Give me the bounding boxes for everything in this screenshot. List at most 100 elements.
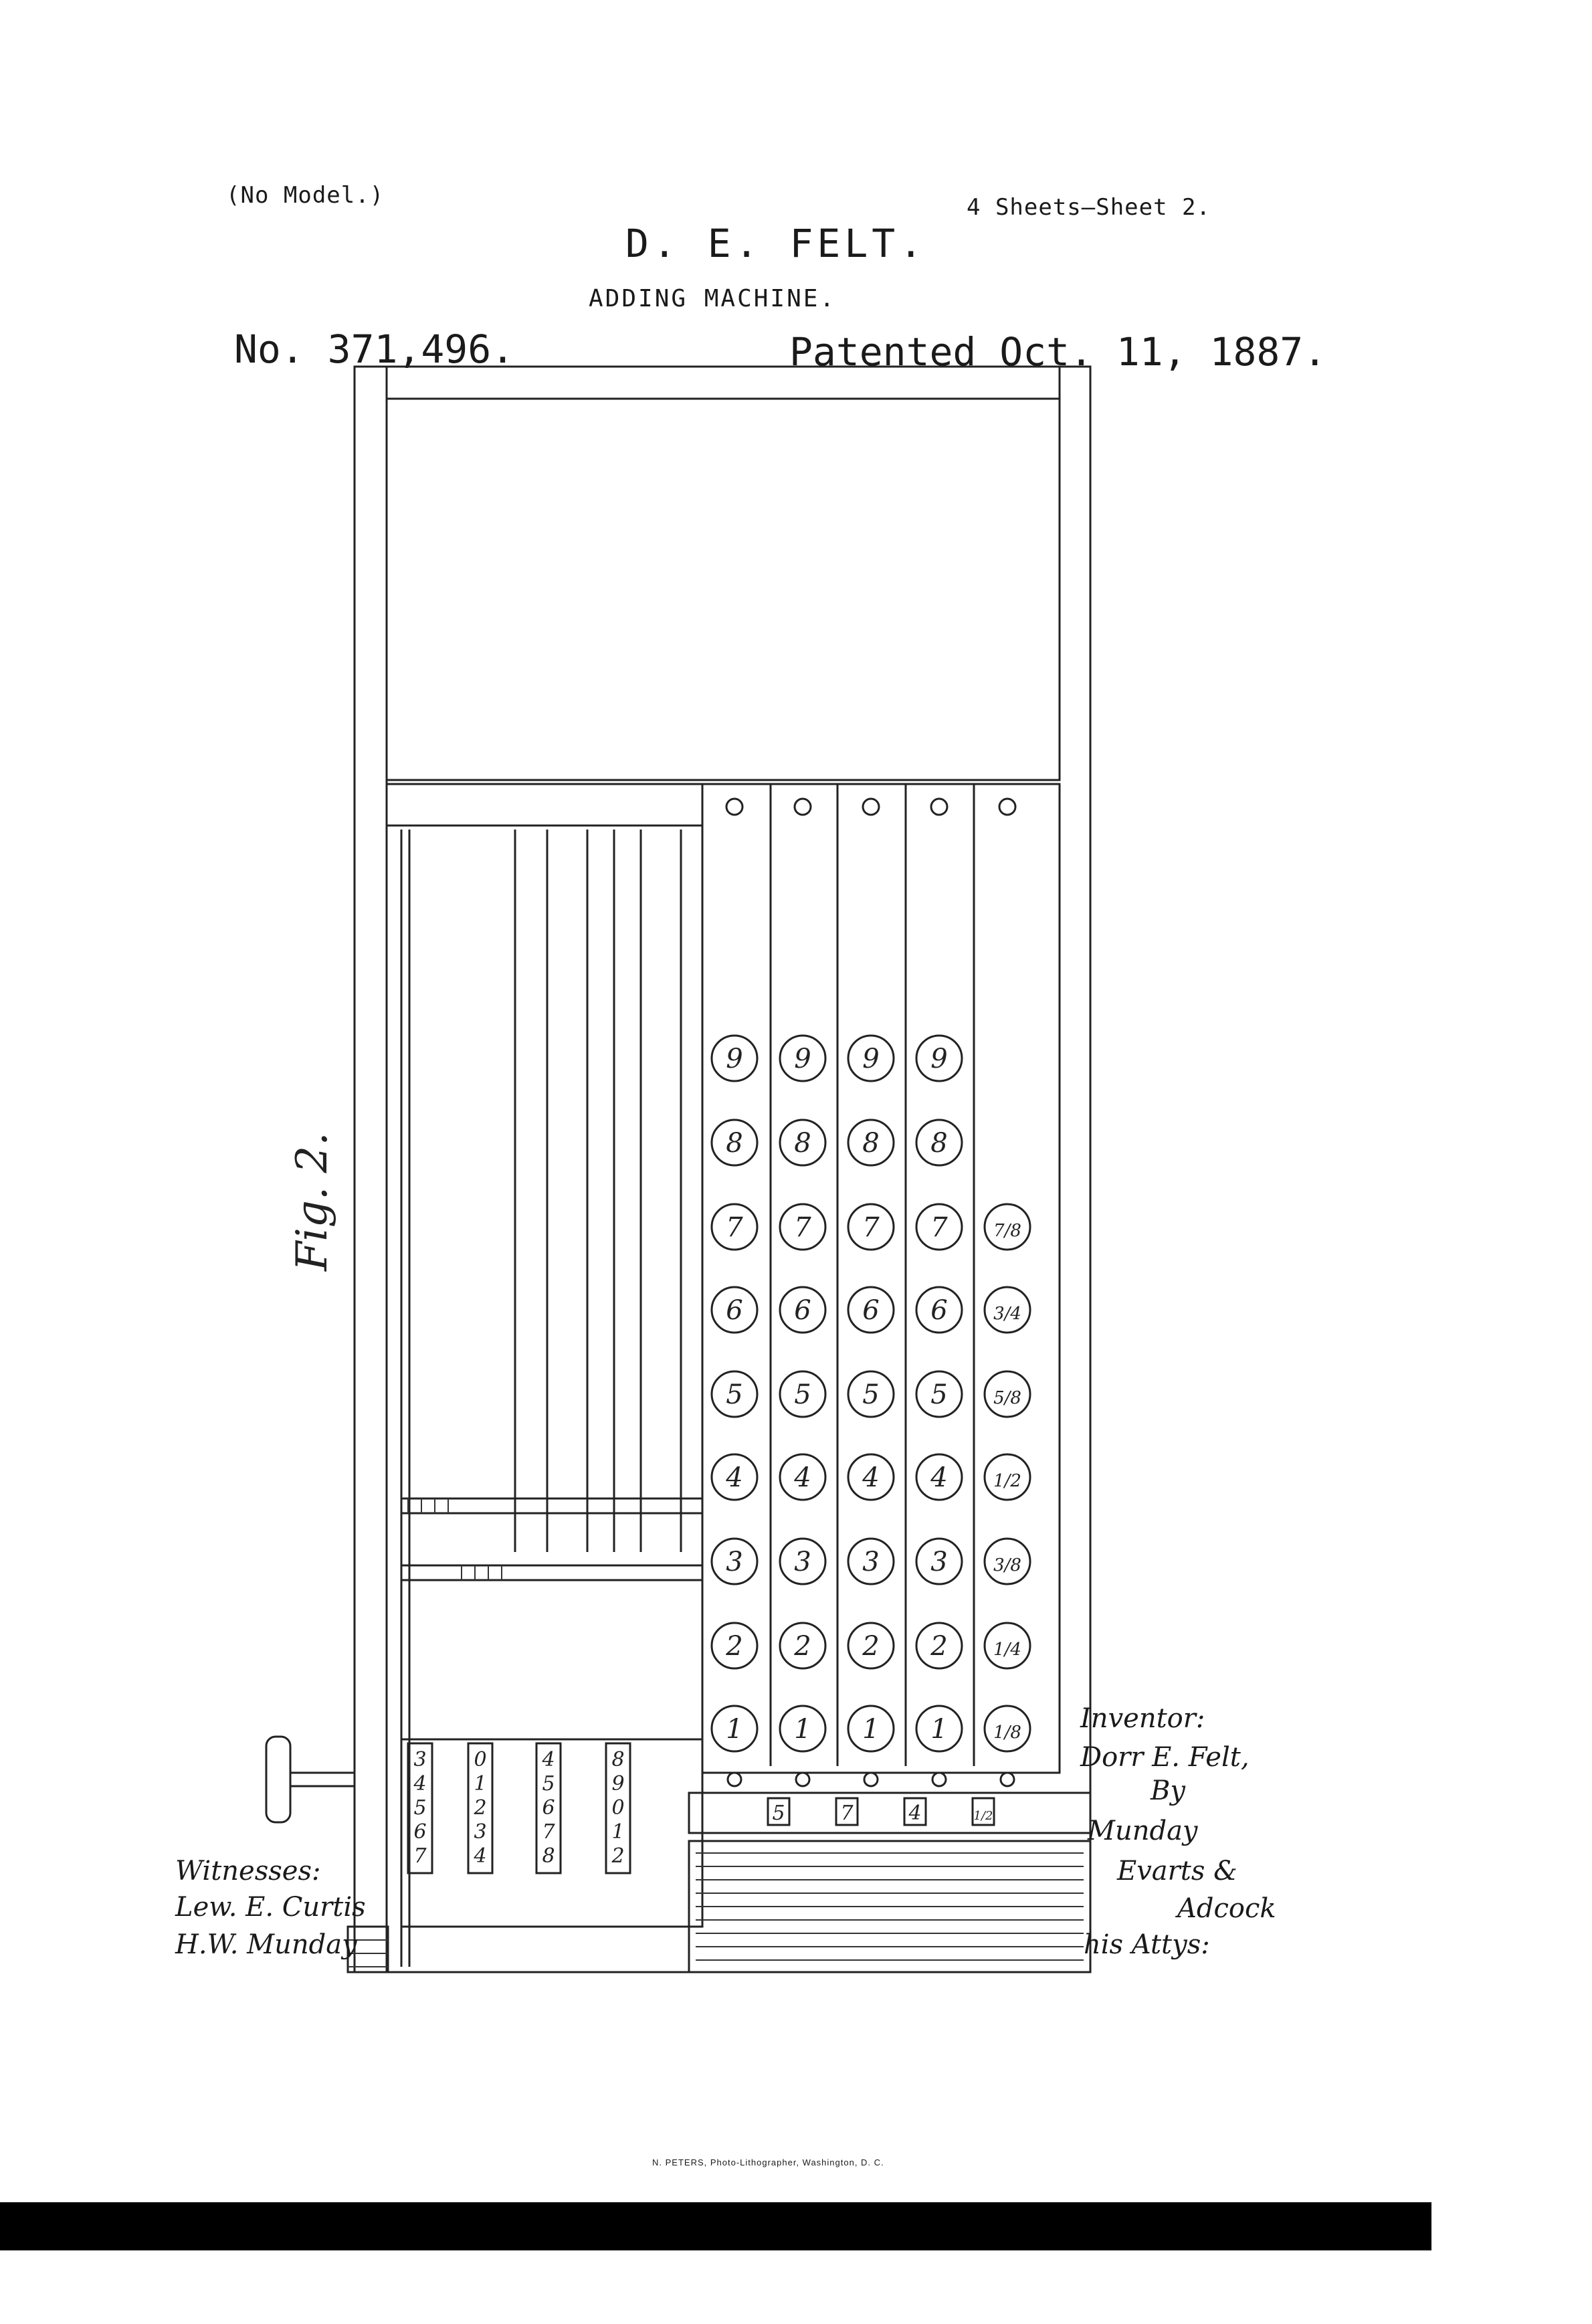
wheel-digit: 2 xyxy=(611,1844,624,1868)
key-0-3 xyxy=(710,1537,759,1585)
key-4-3/8 xyxy=(983,1537,1031,1585)
attorneys-signature-1: Munday xyxy=(1088,1816,1198,1846)
key-2-1 xyxy=(847,1705,895,1753)
counter-wheel xyxy=(407,1742,433,1874)
wheel-digit: 9 xyxy=(611,1772,624,1796)
key-2-4 xyxy=(847,1453,895,1501)
wheel-digit: 0 xyxy=(611,1796,624,1820)
register-window-strip xyxy=(688,1792,1092,1834)
key-3-9 xyxy=(915,1034,963,1082)
key-label: 5 xyxy=(862,1379,879,1410)
inventor-label: Inventor: xyxy=(1080,1703,1205,1734)
key-label: 3 xyxy=(726,1547,742,1577)
counter-wheel xyxy=(467,1742,494,1874)
key-label: 6 xyxy=(794,1295,811,1326)
key-label: 3/4 xyxy=(993,1304,1021,1324)
key-1-2 xyxy=(779,1622,827,1670)
counter-wheel xyxy=(535,1742,562,1874)
witness-signature-2: H.W. Munday xyxy=(175,1929,357,1960)
key-label: 9 xyxy=(930,1044,947,1074)
wheel-digit: 8 xyxy=(611,1748,624,1771)
register-windows: 5 7 4 1/2 xyxy=(767,1797,995,1826)
attorneys-signature-3: Adcock xyxy=(1177,1893,1276,1924)
key-label: 4 xyxy=(725,1462,742,1493)
patent-number: No. 371,496. xyxy=(234,326,515,372)
key-label: 1/8 xyxy=(993,1723,1021,1743)
key-label: 6 xyxy=(726,1295,742,1326)
wheel-digit: 5 xyxy=(542,1772,555,1796)
key-3-8 xyxy=(915,1119,963,1167)
key-3-4 xyxy=(915,1453,963,1501)
key-1-7 xyxy=(779,1203,827,1251)
attorneys-signature-2: Evarts & xyxy=(1117,1856,1237,1886)
figure-label: Fig. 2. xyxy=(288,1132,337,1272)
key-label: 7 xyxy=(930,1212,948,1243)
key-label: 9 xyxy=(726,1044,742,1074)
key-1-1 xyxy=(779,1705,827,1753)
wheel-digit: 3 xyxy=(413,1748,426,1771)
wheel-digit: 8 xyxy=(542,1844,555,1868)
key-2-6 xyxy=(847,1286,895,1334)
key-4-1/4 xyxy=(983,1622,1031,1670)
key-0-5 xyxy=(710,1370,759,1418)
key-1-3 xyxy=(779,1537,827,1585)
witnesses-label: Witnesses: xyxy=(175,1856,321,1886)
key-1-8 xyxy=(779,1119,827,1167)
attorneys-label: his Attys: xyxy=(1084,1929,1210,1960)
key-label: 7 xyxy=(726,1212,743,1243)
register-window xyxy=(835,1797,859,1826)
key-1-5 xyxy=(779,1370,827,1418)
register-window xyxy=(971,1797,995,1826)
wheel-digit: 4 xyxy=(413,1772,426,1796)
counter-wheel xyxy=(605,1742,631,1874)
key-0-6 xyxy=(710,1286,759,1334)
key-label: 3 xyxy=(930,1547,947,1577)
key-label: 2 xyxy=(725,1631,742,1662)
machine-outer-frame xyxy=(353,365,1092,1973)
register-digit: 4 xyxy=(908,1802,921,1825)
key-label: 9 xyxy=(862,1044,879,1074)
wheel-digit: 7 xyxy=(542,1820,555,1844)
key-group: 9876543219876543219876543219876543217/83… xyxy=(710,1034,1031,1753)
wheel-digit: 2 xyxy=(473,1796,486,1820)
key-2-3 xyxy=(847,1537,895,1585)
key-0-4 xyxy=(710,1453,759,1501)
key-label: 1 xyxy=(794,1714,811,1745)
wheel-digit: 0 xyxy=(474,1748,486,1771)
witness-signature-1: Lew. E. Curtis xyxy=(175,1892,366,1923)
register-digit: 1/2 xyxy=(974,1809,993,1823)
key-label: 6 xyxy=(930,1295,947,1326)
wheel-digit: 6 xyxy=(413,1820,426,1844)
wheel-digit: 4 xyxy=(473,1844,486,1868)
key-2-7 xyxy=(847,1203,895,1251)
register-digit: 7 xyxy=(840,1802,854,1825)
key-label: 8 xyxy=(930,1128,947,1159)
cross-shaft-lower xyxy=(400,1564,704,1581)
wheel-digit: 1 xyxy=(474,1772,486,1796)
key-3-3 xyxy=(915,1537,963,1585)
register-window xyxy=(767,1797,791,1826)
register-digit: 5 xyxy=(772,1802,785,1825)
key-label: 5 xyxy=(794,1379,811,1410)
key-label: 3/8 xyxy=(993,1555,1021,1575)
inventor-header: D. E. FELT. xyxy=(625,221,927,266)
sheet-count: 4 Sheets—Sheet 2. xyxy=(967,194,1211,221)
key-label: 8 xyxy=(726,1128,742,1159)
key-label: 4 xyxy=(862,1462,879,1493)
key-label: 8 xyxy=(794,1128,811,1159)
key-label: 4 xyxy=(793,1462,811,1493)
key-label: 5 xyxy=(930,1379,947,1410)
key-2-5 xyxy=(847,1370,895,1418)
wheel-digit: 4 xyxy=(541,1748,555,1771)
key-4-5/8 xyxy=(983,1370,1031,1418)
by-label: By xyxy=(1151,1775,1185,1806)
cross-shaft-upper xyxy=(400,1497,704,1515)
key-label: 5/8 xyxy=(993,1388,1021,1408)
key-3-2 xyxy=(915,1622,963,1670)
key-label: 4 xyxy=(930,1462,947,1493)
invention-title: ADDING MACHINE. xyxy=(589,285,837,312)
wheel-digit: 1 xyxy=(611,1820,624,1844)
base-block xyxy=(688,1840,1092,1973)
key-label: 1 xyxy=(930,1714,947,1745)
key-3-5 xyxy=(915,1370,963,1418)
